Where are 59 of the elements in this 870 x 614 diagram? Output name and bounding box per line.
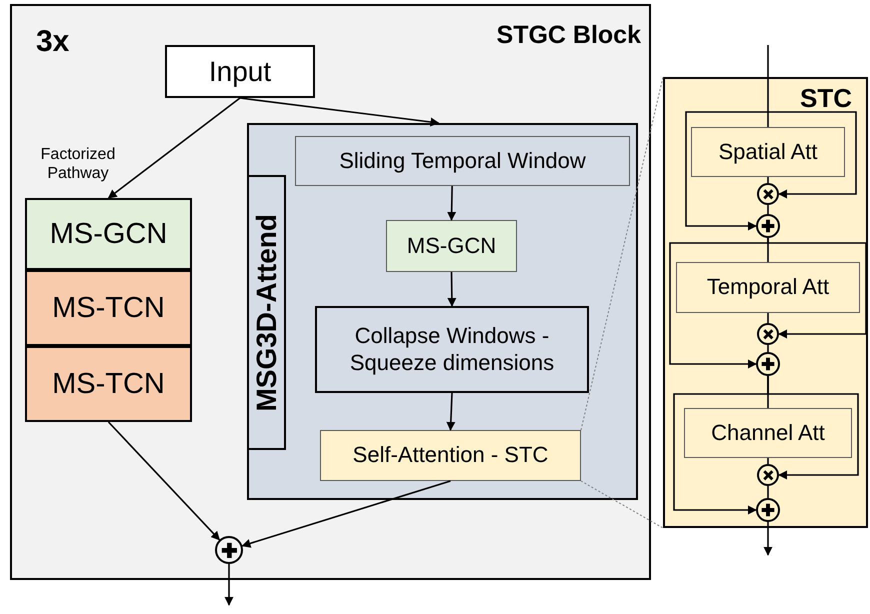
sum-node — [756, 352, 780, 376]
box-label: Input — [208, 54, 272, 88]
box-label: Sliding Temporal Window — [339, 148, 586, 174]
box-label: MS-GCN — [406, 232, 496, 260]
connector-line — [767, 205, 769, 214]
sum-node — [756, 214, 780, 238]
connector-line — [767, 313, 769, 323]
arrow — [673, 376, 769, 514]
arrow — [685, 111, 768, 230]
box-label: Self-Attention - STC — [352, 442, 548, 469]
process-box — [25, 346, 192, 422]
box-label: Collapse Windows - Squeeze dimensions — [348, 323, 556, 376]
zoom-guide-line — [580, 480, 664, 528]
arrow — [447, 186, 456, 221]
product-node — [757, 464, 779, 486]
box-label: Channel Att — [711, 420, 825, 446]
box-label: MS-GCN — [50, 216, 168, 252]
arrow — [764, 522, 772, 556]
box-label: Spatial Att — [718, 138, 818, 166]
process-box — [315, 306, 589, 393]
arrow — [108, 421, 220, 540]
arrow — [768, 111, 857, 198]
box-label: MS-TCN — [52, 290, 165, 326]
block-title: STGC Block — [496, 20, 641, 50]
arrow — [224, 564, 234, 606]
connector-line — [767, 345, 769, 352]
sum-node — [215, 536, 243, 564]
product-node — [757, 323, 779, 345]
module-label: MSG3D-Attend — [250, 214, 283, 412]
module-tab — [247, 175, 286, 450]
product-node — [757, 183, 779, 205]
module-panel — [247, 123, 638, 500]
process-box — [320, 430, 581, 481]
process-box — [684, 408, 852, 458]
process-box — [295, 136, 630, 186]
panel-title: STC — [800, 83, 852, 114]
arrow — [669, 238, 769, 368]
connector-line — [767, 486, 769, 498]
box-label: MS-TCN — [52, 366, 165, 402]
process-box — [25, 198, 192, 270]
connector-line — [767, 177, 769, 183]
connector-line — [767, 45, 769, 127]
connector-line — [767, 458, 769, 464]
process-box — [165, 45, 315, 98]
process-box — [676, 262, 860, 313]
process-box — [386, 220, 517, 272]
process-box — [25, 270, 192, 346]
arrow — [446, 392, 456, 431]
block-frame — [10, 4, 651, 580]
process-box — [691, 127, 845, 177]
arrow — [447, 272, 456, 307]
sum-node — [756, 498, 780, 522]
repeat-count: 3x — [36, 24, 70, 60]
arrow — [108, 97, 240, 199]
arrow — [240, 97, 440, 126]
box-label: Temporal Att — [706, 274, 830, 301]
zoom-guide-line — [580, 76, 664, 430]
zoom-panel — [663, 77, 868, 528]
pathway-label: Factorized Pathway — [40, 145, 116, 184]
